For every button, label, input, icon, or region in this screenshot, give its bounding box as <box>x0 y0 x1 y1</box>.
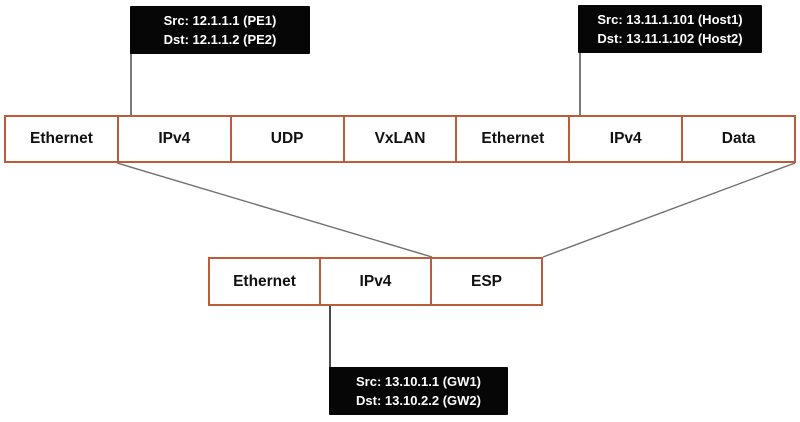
callout-pe-dst: Dst: 12.1.1.2 (PE2) <box>163 32 277 47</box>
callout-host-text: Src: 13.11.1.101 (Host1) Dst: 13.11.1.10… <box>597 10 742 48</box>
field-esp: ESP <box>430 259 541 304</box>
callout-pe-src: Src: 12.1.1.1 (PE1) <box>163 13 277 28</box>
field-ipv4-outer: IPv4 <box>116 117 230 161</box>
callout-pe-text: Src: 12.1.1.1 (PE1) Dst: 12.1.1.2 (PE2) <box>164 11 277 49</box>
callout-gw-src: Src: 13.10.1.1 (GW1) <box>356 374 481 389</box>
field-ipv4-inner: IPv4 <box>568 117 681 161</box>
callout-gw-text: Src: 13.10.1.1 (GW1) Dst: 13.10.2.2 (GW2… <box>356 372 481 410</box>
callout-gw-dst: Dst: 13.10.2.2 (GW2) <box>356 393 481 408</box>
field-data: Data <box>681 117 794 161</box>
esp-packet-row: Ethernet IPv4 ESP <box>208 257 543 306</box>
callout-host-dst: Dst: 13.11.1.102 (Host2) <box>597 31 743 46</box>
field-ipv4-esp: IPv4 <box>319 259 430 304</box>
encapsulation-diagonal-left <box>116 162 433 258</box>
field-ethernet-inner: Ethernet <box>455 117 568 161</box>
callout-host-src: Src: 13.11.1.101 (Host1) <box>597 12 743 27</box>
callout-pe-addresses: Src: 12.1.1.1 (PE1) Dst: 12.1.1.2 (PE2) <box>130 6 310 54</box>
callout-host-addresses: Src: 13.11.1.101 (Host1) Dst: 13.11.1.10… <box>578 5 762 53</box>
field-udp: UDP <box>229 117 343 161</box>
field-ethernet-outer: Ethernet <box>29 130 93 147</box>
field-ethernet-esp: Ethernet <box>233 272 296 290</box>
callout-gateway-addresses: Src: 13.10.1.1 (GW1) Dst: 13.10.2.2 (GW2… <box>329 367 508 415</box>
vxlan-packet-row: Ethernet IPv4 UDP VxLAN Ethernet IPv4 Da… <box>4 115 796 163</box>
encapsulation-diagonal-right <box>542 162 796 258</box>
field-vxlan: VxLAN <box>342 117 456 161</box>
